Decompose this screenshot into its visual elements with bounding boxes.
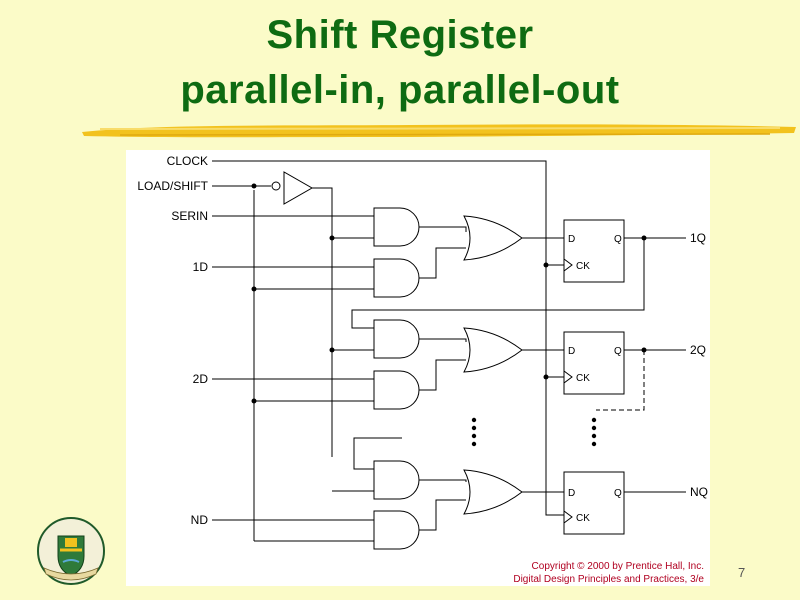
output-label-nq: NQ	[690, 485, 708, 499]
ffn-d-pin: D	[568, 488, 575, 499]
ffn-q-pin: Q	[614, 488, 622, 499]
copyright-line1: Copyright © 2000 by Prentice Hall, Inc.	[531, 561, 704, 572]
ff2-q-pin: Q	[614, 346, 622, 357]
ff1-d-pin: D	[568, 234, 575, 245]
title-underline-brushstroke	[82, 124, 796, 138]
page-number: 7	[738, 565, 746, 580]
university-crest-icon	[37, 517, 105, 585]
slide-title-line1: Shift Register	[266, 13, 534, 57]
input-label-2d: 2D	[193, 372, 209, 386]
input-label-load-shift: LOAD/SHIFT	[137, 179, 208, 193]
ff2-ck-pin: CK	[576, 373, 590, 384]
ffn-ck-pin: CK	[576, 513, 590, 524]
shift-register-circuit: CLOCK LOAD/SHIFT SERIN 1D 2D ND 1Q 2Q NQ…	[137, 154, 708, 550]
slide-title-line2: parallel-in, parallel-out	[180, 68, 620, 112]
ff1-q-pin: Q	[614, 234, 622, 245]
ff2-d-pin: D	[568, 346, 575, 357]
input-label-1d: 1D	[193, 260, 209, 274]
output-label-1q: 1Q	[690, 231, 706, 245]
input-label-clock: CLOCK	[167, 154, 208, 168]
ff1-ck-pin: CK	[576, 261, 590, 272]
circuit-diagram-panel: CLOCK LOAD/SHIFT SERIN 1D 2D ND 1Q 2Q NQ…	[126, 150, 710, 586]
output-label-2q: 2Q	[690, 343, 706, 357]
input-label-serin: SERIN	[171, 209, 208, 223]
input-label-nd: ND	[191, 513, 209, 527]
copyright-line2: Digital Design Principles and Practices,…	[513, 574, 704, 585]
